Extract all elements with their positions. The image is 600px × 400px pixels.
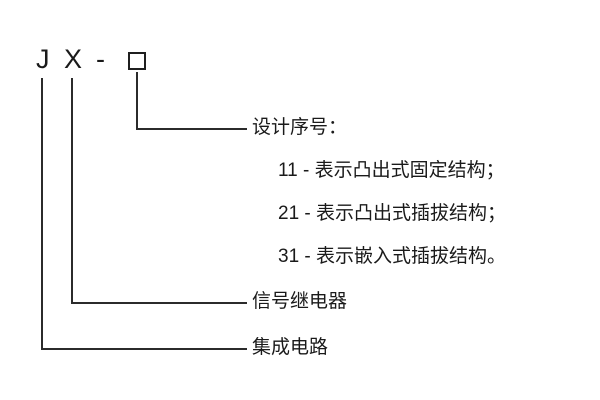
- circuit-label: 集成电路: [252, 337, 329, 358]
- connector-circuit: [41, 78, 247, 350]
- design-serial-item-31: 31 - 表示嵌入式插拔结构。: [278, 246, 507, 267]
- design-serial-item-21: 21 - 表示凸出式插拔结构；: [278, 203, 507, 224]
- placeholder-box-icon: [128, 52, 146, 70]
- model-hyphen: -: [96, 44, 105, 74]
- relay-label: 信号继电器: [252, 291, 348, 312]
- connector-relay: [71, 78, 247, 304]
- design-serial-item-11: 11 - 表示凸出式固定结构；: [278, 160, 505, 181]
- model-letter-x: X: [64, 44, 83, 74]
- design-serial-label: 设计序号：: [252, 117, 348, 138]
- model-letter-j: J: [36, 44, 50, 74]
- connector-design-serial: [136, 72, 247, 130]
